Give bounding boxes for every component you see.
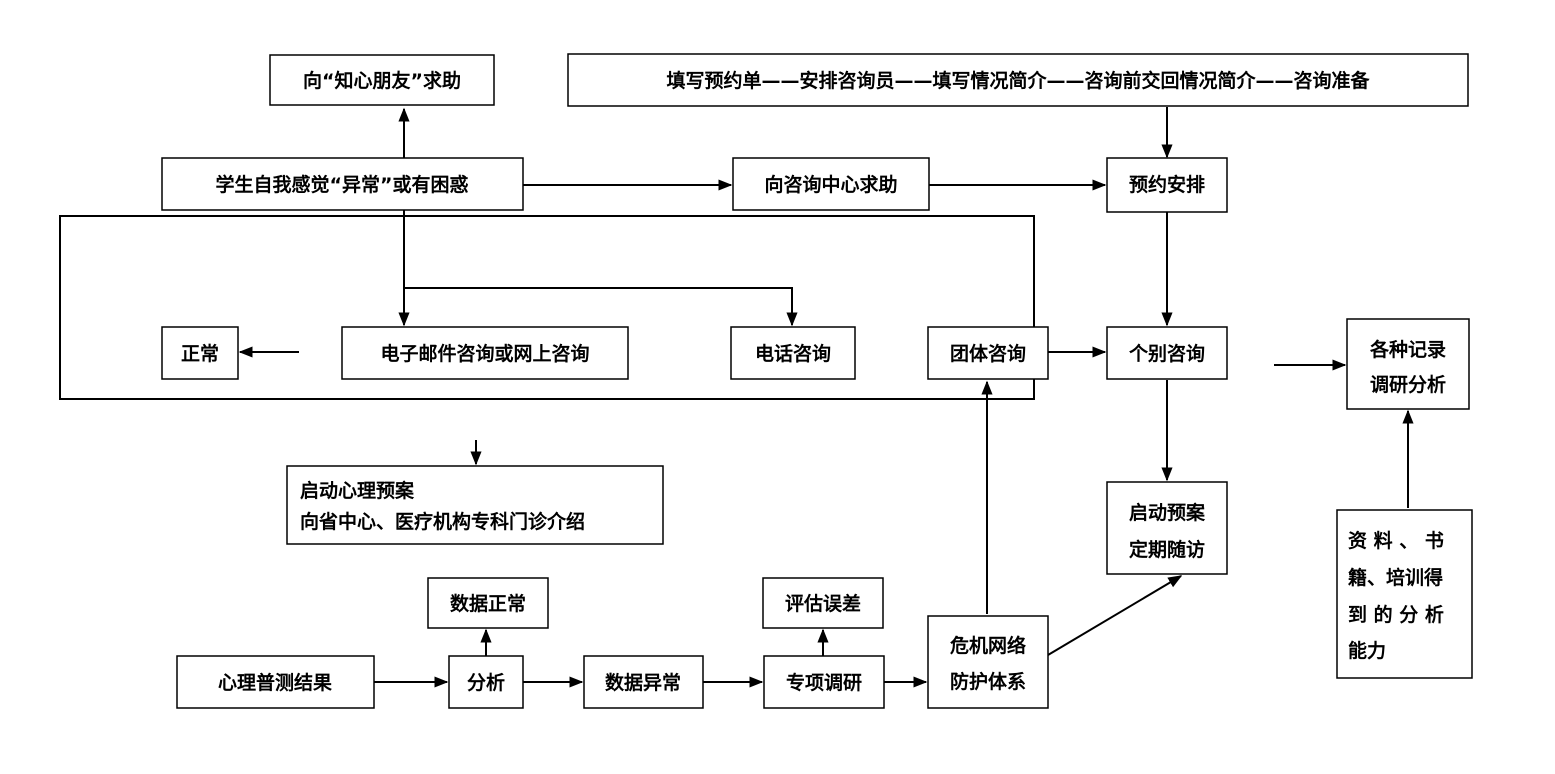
node-plan-referral-line1: 启动心理预案	[300, 479, 415, 502]
node-materials: 资 料 、 书 籍、培训得 到 的 分 析 能力	[1336, 509, 1473, 679]
node-materials-line2: 籍、培训得	[1348, 566, 1443, 589]
node-individual-label: 个别咨询	[1128, 342, 1205, 365]
node-group-label: 团体咨询	[950, 342, 1026, 365]
node-group: 团体咨询	[927, 326, 1049, 380]
node-seek-center: 向咨询中心求助	[732, 157, 930, 211]
node-survey-result: 心理普测结果	[176, 655, 375, 709]
node-plan-followup: 启动预案 定期随访	[1106, 481, 1228, 575]
node-special-research-label: 专项调研	[786, 671, 862, 694]
edge-branch-to-phone	[404, 287, 798, 327]
node-records-line1: 各种记录	[1369, 338, 1446, 361]
node-crisis-line2: 防护体系	[950, 670, 1026, 693]
node-materials-line3: 到 的 分 析	[1348, 603, 1444, 626]
node-materials-line4: 能力	[1348, 639, 1386, 662]
node-crisis: 危机网络 防护体系	[927, 615, 1049, 709]
node-survey-result-label: 心理普测结果	[218, 671, 332, 694]
node-plan-followup-line1: 启动预案	[1129, 501, 1206, 524]
node-special-research: 专项调研	[763, 655, 885, 709]
consultation-modes-frame	[59, 215, 1035, 400]
node-data-abnormal-label: 数据异常	[605, 671, 681, 694]
node-records-line2: 调研分析	[1370, 373, 1446, 396]
edges	[238, 107, 1414, 688]
node-seek-center-label: 向咨询中心求助	[764, 173, 897, 196]
node-plan-followup-line2: 定期随访	[1129, 538, 1205, 561]
node-eval-error-label: 评估误差	[785, 592, 861, 615]
node-seek-friend: 向“知心朋友”求助	[269, 54, 495, 106]
edge-crisis-to-followup	[1047, 575, 1183, 656]
node-records: 各种记录 调研分析	[1346, 318, 1470, 410]
node-normal-label: 正常	[181, 342, 219, 365]
node-individual: 个别咨询	[1106, 326, 1228, 380]
node-data-normal-label: 数据正常	[450, 592, 526, 615]
node-email-online-label: 电子邮件咨询或网上咨询	[380, 342, 589, 365]
node-materials-line1: 资 料 、 书	[1348, 529, 1444, 552]
node-seek-friend-label: 向“知心朋友”求助	[303, 69, 461, 92]
node-data-normal: 数据正常	[427, 577, 549, 629]
node-eval-error: 评估误差	[762, 577, 884, 629]
node-student-feel-label: 学生自我感觉“异常”或有困惑	[216, 173, 469, 196]
node-appointment: 预约安排	[1106, 157, 1228, 213]
node-appointment-label: 预约安排	[1129, 173, 1205, 196]
node-student-feel: 学生自我感觉“异常”或有困惑	[161, 157, 524, 211]
node-data-abnormal: 数据异常	[583, 655, 704, 709]
node-phone-label: 电话咨询	[755, 342, 831, 365]
node-phone: 电话咨询	[730, 326, 856, 380]
node-normal: 正常	[161, 326, 239, 380]
node-plan-referral-line2: 向省中心、医疗机构专科门诊介绍	[300, 510, 585, 533]
node-booking-flow-label: 填写预约单——安排咨询员——填写情况简介——咨询前交回情况简介——咨询准备	[666, 69, 1370, 92]
node-plan-referral: 启动心理预案 向省中心、医疗机构专科门诊介绍	[286, 465, 664, 545]
node-crisis-line1: 危机网络	[950, 634, 1026, 657]
node-booking-flow: 填写预约单——安排咨询员——填写情况简介——咨询前交回情况简介——咨询准备	[567, 53, 1469, 107]
node-email-online: 电子邮件咨询或网上咨询	[341, 326, 629, 380]
node-analysis: 分析	[448, 655, 524, 709]
node-analysis-label: 分析	[467, 671, 505, 694]
